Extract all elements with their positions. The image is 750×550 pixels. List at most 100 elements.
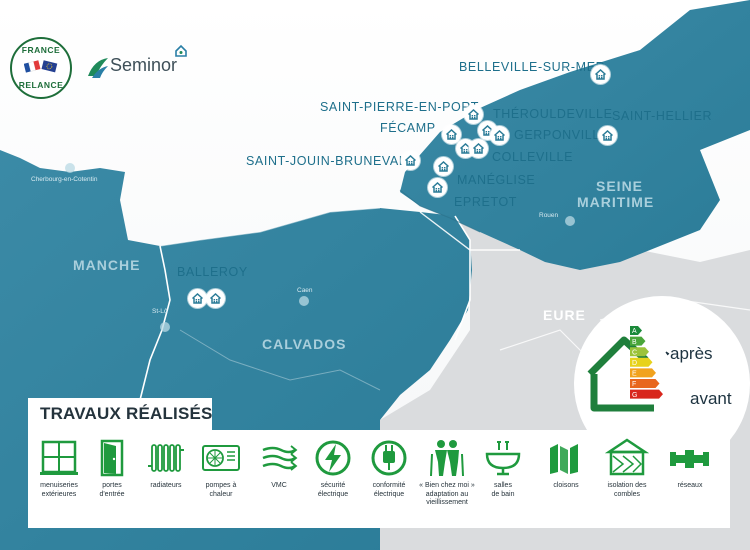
seminor-wordmark: Seminor	[110, 55, 178, 75]
work-label: radiateurs	[150, 482, 182, 489]
work-label: salles de bain	[491, 482, 515, 498]
energy-class-label: D	[632, 360, 637, 367]
logo-text-top: FRANCE	[21, 45, 61, 55]
work-item: menuiseries extérieures	[24, 438, 94, 499]
house-pin[interactable]	[490, 126, 509, 145]
work-item: conformité électrique	[354, 438, 424, 499]
work-label: réseaux	[677, 482, 703, 489]
region-label-calvados: CALVADOS	[262, 336, 347, 352]
region-label-seine: SEINE	[596, 178, 644, 194]
radiator-icon	[148, 444, 184, 472]
town-label: SAINT-HELLIER	[612, 109, 713, 123]
energy-bar-g	[630, 389, 663, 399]
house-icon	[472, 142, 485, 154]
energy-arrows	[665, 351, 670, 356]
town-label: BALLEROY	[177, 265, 248, 279]
house-pin[interactable]	[598, 126, 617, 145]
house-pin[interactable]	[188, 289, 207, 308]
city-label-st-lo: St-Lô	[152, 308, 168, 315]
work-label: menuiseries extérieures	[40, 482, 78, 498]
seminor-house-icon	[175, 44, 187, 57]
door-icon	[100, 439, 124, 477]
house-icon	[209, 292, 222, 304]
energy-bar-a	[630, 326, 642, 335]
house-icon	[493, 129, 506, 141]
work-item: salles de bain	[468, 438, 538, 499]
house-pin[interactable]	[464, 105, 483, 124]
work-label: « Bien chez moi » adaptation au vieillis…	[419, 482, 475, 506]
partition-icon	[550, 444, 578, 474]
seine-maritime	[400, 0, 750, 270]
work-label: sécurité électrique	[317, 482, 349, 498]
energy-class-label: F	[632, 381, 636, 388]
work-label: portes d'entrée	[99, 482, 125, 498]
work-item: isolation des combles	[592, 438, 662, 499]
seminor-mark-icon	[88, 58, 108, 78]
work-label: isolation des combles	[607, 482, 647, 498]
energy-bar-f	[630, 379, 660, 388]
energy-class-label: B	[632, 339, 637, 346]
lightning-icon	[315, 440, 351, 476]
town-label: THÉROULDEVILLE	[493, 107, 613, 121]
town-label: FÉCAMP	[380, 121, 436, 135]
energy-bar-c	[630, 347, 649, 357]
region-label-eure: EURE	[543, 307, 586, 323]
house-pin[interactable]	[401, 151, 420, 170]
town-label: EPRETOT	[454, 195, 518, 209]
ventilation-icon	[262, 445, 298, 471]
work-item: cloisons	[531, 438, 601, 491]
work-label: VMC	[271, 482, 287, 489]
house-icon	[601, 129, 614, 141]
insulation-icon	[605, 438, 649, 476]
works-title-box	[28, 398, 212, 430]
region-label-maritime: MARITIME	[577, 194, 655, 210]
house-pin[interactable]	[442, 125, 461, 144]
elderly-icon	[430, 440, 464, 477]
work-label: cloisons	[553, 482, 579, 489]
work-item: sécurité électrique	[298, 438, 368, 499]
energy-bar-d	[630, 357, 653, 367]
house-pin[interactable]	[428, 178, 447, 197]
work-item: VMC	[244, 438, 314, 491]
city-label-rouen: Rouen	[539, 212, 559, 219]
house-icon	[431, 181, 444, 193]
work-item: portes d'entrée	[77, 438, 147, 499]
town-label: BELLEVILLE-SUR-MER	[459, 60, 606, 74]
house-pin[interactable]	[469, 139, 488, 158]
work-item: radiateurs	[131, 438, 201, 491]
work-label: conformité électrique	[372, 482, 406, 498]
energy-class-label: E	[632, 371, 637, 378]
heat-pump-icon	[202, 445, 240, 471]
work-item: « Bien chez moi » adaptation au vieillis…	[412, 438, 482, 508]
house-pin[interactable]	[591, 65, 610, 84]
town-label: SAINT-PIERRE-EN-PORT	[320, 100, 480, 114]
work-label: pompes à chaleur	[205, 482, 237, 498]
house-icon	[445, 128, 458, 140]
logo-text-bottom: RELANCE	[18, 80, 64, 90]
region-label-manche: MANCHE	[73, 257, 141, 273]
works-title: TRAVAUX RÉALISÉS	[40, 404, 213, 423]
work-item: réseaux	[655, 438, 725, 491]
house-icon	[437, 160, 450, 172]
sink-icon	[485, 441, 521, 476]
pipes-icon	[670, 450, 709, 468]
house-pin[interactable]	[434, 157, 453, 176]
town-label: MANÉGLISE	[457, 173, 536, 187]
energy-class-label: G	[632, 392, 637, 399]
energy-class-label: C	[632, 349, 637, 356]
city-label-cherbourg: Cherbourg-en-Cotentin	[31, 176, 98, 183]
work-item: pompes à chaleur	[186, 438, 256, 499]
house-icon	[191, 292, 204, 304]
france-relance-logo: FRANCE RELANCE	[10, 37, 72, 99]
house-icon	[467, 108, 480, 120]
house-icon	[404, 154, 417, 166]
window-icon	[40, 440, 78, 475]
energy-bar-e	[630, 368, 656, 378]
house-pin[interactable]	[206, 289, 225, 308]
town-label: GERPONVILLE	[514, 128, 609, 142]
energy-bar-b	[630, 336, 646, 346]
town-label: COLLEVILLE	[492, 150, 574, 164]
energy-before-label: avant	[690, 389, 732, 408]
